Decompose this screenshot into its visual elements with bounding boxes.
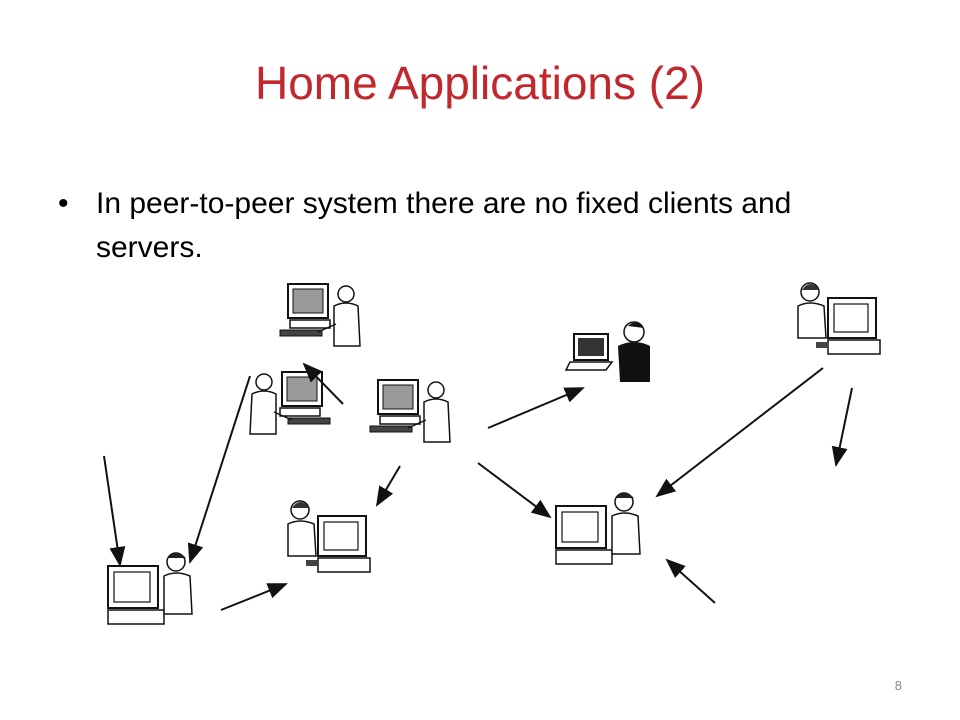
slide-title: Home Applications (2)	[255, 57, 705, 109]
bullet-text: In peer-to-peer system there are no fixe…	[96, 187, 792, 264]
center-station-icon	[369, 379, 451, 443]
left-station-icon	[249, 371, 331, 435]
bullet-dot-icon: •	[58, 187, 69, 220]
top-right-station-icon	[797, 282, 881, 355]
bottom-center-station-icon	[555, 492, 641, 565]
middle-lower-station-icon	[287, 500, 371, 573]
bullet-list: • In peer-to-peer system there are no fi…	[58, 182, 858, 270]
page-number: 8	[894, 678, 902, 693]
bullet-item: • In peer-to-peer system there are no fi…	[58, 182, 858, 270]
laptop-station-icon	[564, 321, 650, 382]
peer-to-peer-diagram	[103, 282, 881, 625]
top-left-station-icon	[279, 283, 361, 347]
